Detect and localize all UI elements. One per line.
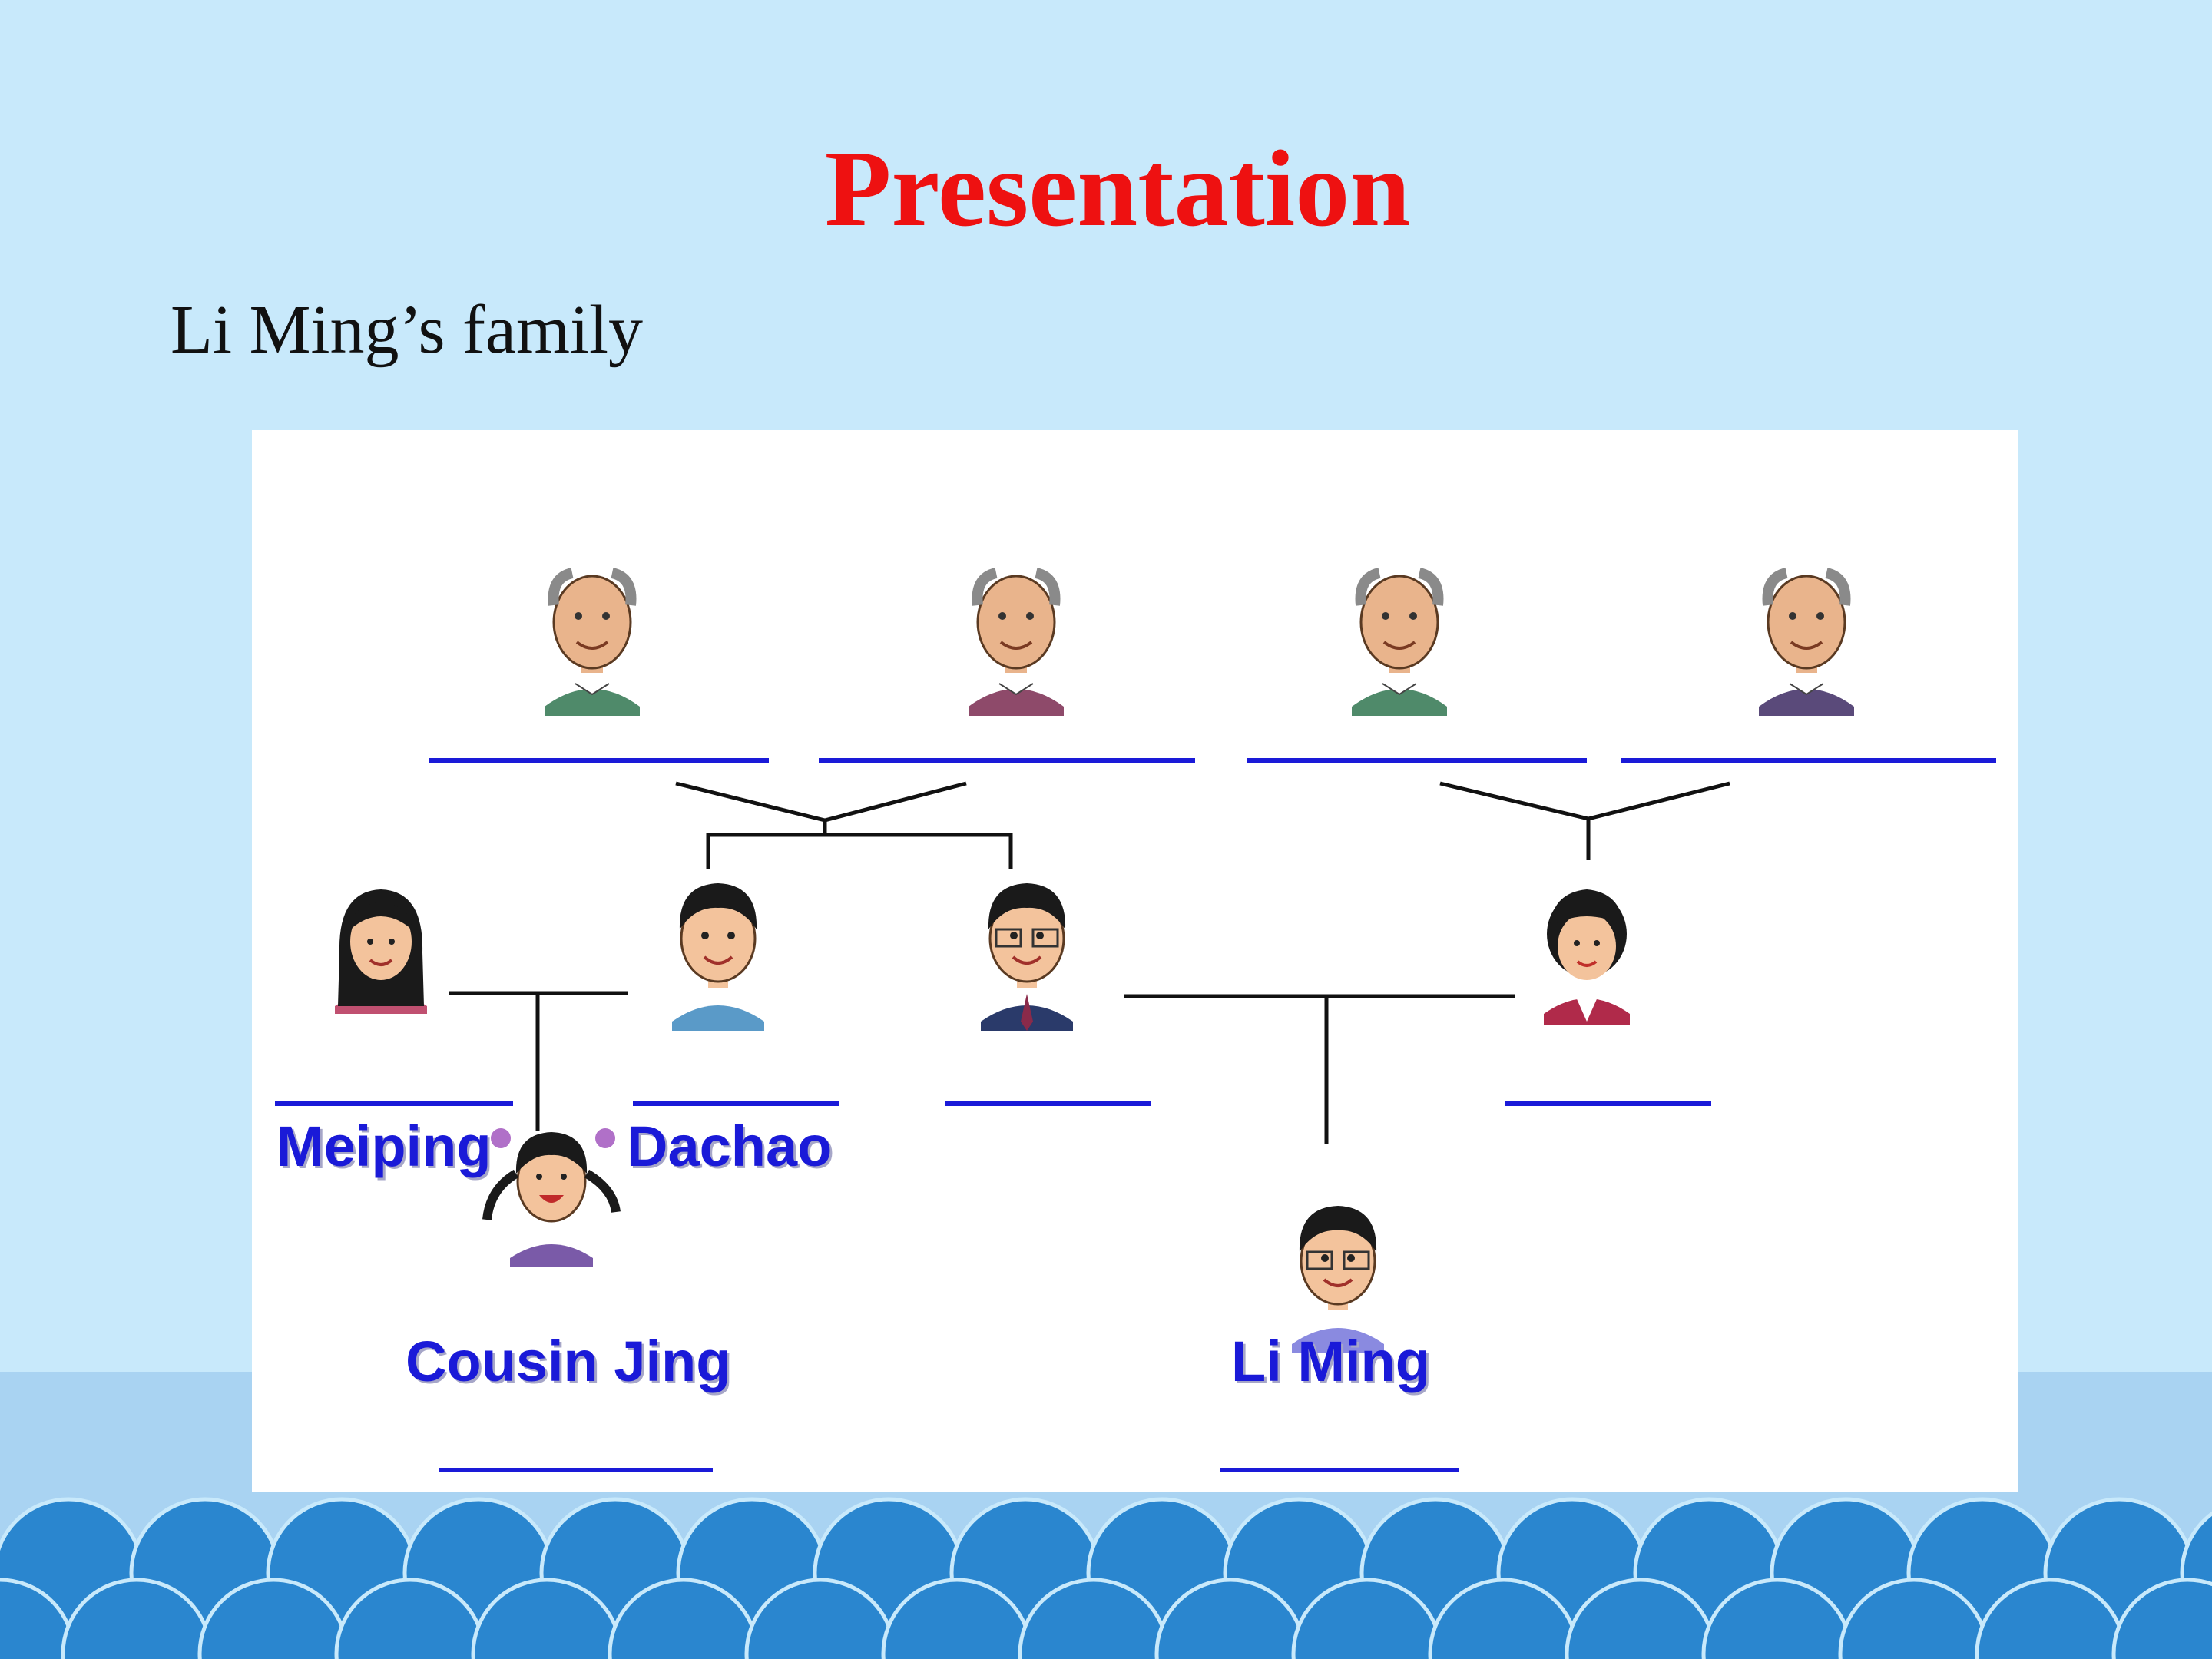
grandfather-right-figure <box>1352 573 1447 716</box>
family-tree-panel: Meiping Dachao Cousin Jing Li Ming <box>252 430 2018 1492</box>
father-figure <box>979 882 1075 1032</box>
li-ming-figure <box>1290 1204 1386 1355</box>
family-tree-diagram <box>275 430 1996 1472</box>
wave-border-decoration <box>0 1497 2212 1659</box>
meiping-figure <box>335 889 427 1014</box>
name-label-li-ming: Li Ming <box>1231 1330 1430 1393</box>
grandfather-left-figure <box>545 573 640 716</box>
name-label-dachao: Dachao <box>627 1114 833 1178</box>
grandmother-left-figure <box>969 573 1064 716</box>
dachao-figure <box>671 882 766 1032</box>
name-label-meiping: Meiping <box>276 1114 492 1178</box>
tree-connector-lines <box>449 781 1730 1144</box>
cousin-jing-figure <box>482 1128 621 1267</box>
wave-scallop <box>2111 1578 2212 1659</box>
slide-subtitle: Li Ming’s family <box>171 292 643 368</box>
mother-figure <box>1544 889 1630 1025</box>
slide-title: Presentation <box>824 127 1411 249</box>
name-label-cousin-jing: Cousin Jing <box>406 1330 731 1393</box>
grandmother-right-figure <box>1759 573 1854 716</box>
